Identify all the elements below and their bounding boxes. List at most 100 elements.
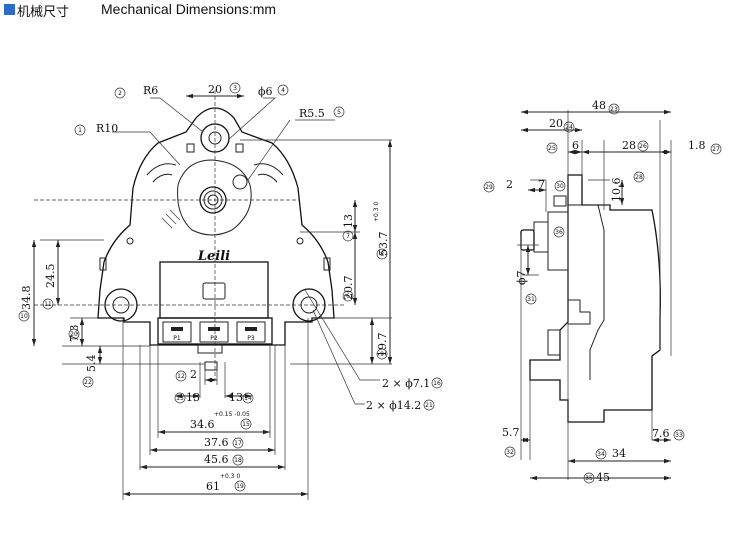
- callout-28: 28: [635, 174, 643, 181]
- dim-side-34: 34: [612, 447, 626, 460]
- title-english: Mechanical Dimensions:mm: [101, 1, 277, 17]
- slot-right-inner: [257, 173, 278, 183]
- callout-32-ring: [504, 446, 516, 458]
- slot-right-outer: [253, 163, 284, 176]
- callout-15-ring: [240, 418, 252, 430]
- dim-34-6-tol: +0.15 -0.05: [214, 411, 250, 418]
- callout-4: 4: [281, 87, 285, 94]
- callout-29: 29: [485, 184, 493, 191]
- indicator-window: [202, 282, 226, 300]
- side-clip-bottom: [547, 329, 561, 356]
- callout-23: 23: [610, 106, 618, 113]
- slot-left-inner: [152, 173, 173, 183]
- callout-12: 12: [177, 373, 185, 380]
- gear-housing: [177, 159, 252, 236]
- callout-36-ring: [553, 226, 565, 238]
- callout-21: 21: [425, 402, 433, 409]
- callout-33-ring: [673, 429, 685, 441]
- callout-14-ring: [242, 392, 254, 404]
- dim-34-6: 34.6: [190, 418, 215, 431]
- callout-11: 11: [44, 301, 52, 308]
- callout-11-ring: [42, 298, 54, 310]
- pin-label-2: P2: [210, 335, 218, 342]
- dim-53-7: 53.7: [377, 232, 390, 257]
- callout-4-ring: [277, 84, 289, 96]
- mount-pin-right: [296, 237, 304, 245]
- callout-32: 32: [506, 449, 514, 456]
- callout-7: 7: [346, 233, 350, 240]
- callout-10-ring: [18, 310, 30, 322]
- callout-16: 16: [433, 380, 441, 387]
- dim-37-6: 37.6: [204, 436, 229, 449]
- callout-10: 10: [20, 313, 28, 320]
- callout-8-ring: [376, 248, 388, 260]
- connector-latch: [197, 344, 223, 354]
- callout-6: 6: [346, 293, 350, 300]
- callout-15: 15: [242, 421, 250, 428]
- dim-side-1-8: 1.8: [688, 139, 706, 152]
- dim-r6: R6: [143, 84, 158, 97]
- aux-pin: [232, 174, 248, 190]
- callout-18-ring: [232, 454, 244, 466]
- leader-lines: [112, 97, 380, 405]
- dim-20: 20: [208, 83, 222, 96]
- callout-16-ring: [431, 377, 443, 389]
- callout-17-ring: [232, 437, 244, 449]
- lug-tab-left: [186, 143, 195, 153]
- pin-cell-2: [199, 321, 229, 343]
- front-callouts: 1 2 3 4 5 6 7 8 9 10 11 12 13 14 15 16 1…: [18, 82, 443, 492]
- callout-22: 22: [84, 379, 92, 386]
- callout-33: 33: [675, 432, 683, 439]
- dim-hole-small: 2 × ϕ7.1: [382, 377, 430, 390]
- dim-side-45: 45: [596, 471, 610, 484]
- side-inner-edge: [568, 204, 605, 380]
- page-header: 机械尺寸 Mechanical Dimensions:mm: [0, 0, 740, 22]
- mount-hole-right-inner: [300, 296, 318, 314]
- callout-13: 13: [176, 395, 184, 402]
- lug-tab-right: [235, 143, 244, 153]
- dim-13-b: 13: [229, 391, 243, 404]
- dim-53-7-tol: +0.3 0: [373, 202, 380, 222]
- callout-5: 5: [337, 109, 341, 116]
- dim-phi6: ϕ6: [258, 85, 273, 98]
- dim-34-8: 34.8: [20, 286, 33, 311]
- extension-lines: [40, 139, 392, 500]
- callout-31-ring: [525, 293, 537, 305]
- pin-cell-3: [236, 321, 266, 343]
- dim-13-v: 13: [342, 214, 355, 228]
- pin-3: [245, 327, 257, 331]
- callout-12-ring: [175, 370, 187, 382]
- callout-30: 30: [556, 183, 564, 190]
- dim-61-tol: +0.3 0: [220, 473, 240, 480]
- side-flange: [547, 211, 569, 271]
- centre-lines: [34, 90, 345, 380]
- dim-2: 2: [190, 368, 197, 381]
- side-clip-right: [323, 257, 331, 271]
- pin-1: [171, 327, 183, 331]
- latch-key: [204, 361, 218, 371]
- callout-3-ring: [229, 82, 241, 94]
- mount-pin-left: [126, 237, 134, 245]
- callout-20: 20: [70, 331, 78, 338]
- callout-25-ring: [546, 142, 558, 154]
- callout-14: 14: [244, 395, 252, 402]
- dim-side-phi7: ϕ7: [515, 271, 528, 286]
- mount-hole-right-outer: [292, 288, 326, 322]
- dim-hole-large: 2 × ϕ14.2: [366, 399, 421, 412]
- callout-25: 25: [548, 145, 556, 152]
- callout-30-ring: [554, 180, 566, 192]
- callout-19: 19: [236, 483, 244, 490]
- pin-label-1: P1: [173, 335, 181, 342]
- output-shaft-mid: [203, 190, 223, 210]
- pin-label-3: P3: [247, 335, 255, 342]
- callout-26-ring: [637, 140, 649, 152]
- side-boss: [553, 195, 567, 207]
- dim-24-5: 24.5: [44, 264, 57, 289]
- pin-cell-1: [162, 321, 192, 343]
- section-marker: [4, 4, 15, 15]
- dim-r5-5: R5.5: [299, 107, 325, 120]
- side-view: 48 20 6 28 1.8 2 7 10.6 ϕ7 5.7 7.6 34 45…: [483, 99, 722, 484]
- callout-24-ring: [563, 121, 575, 133]
- callout-7-ring: [342, 230, 354, 242]
- callout-36: 36: [555, 229, 563, 236]
